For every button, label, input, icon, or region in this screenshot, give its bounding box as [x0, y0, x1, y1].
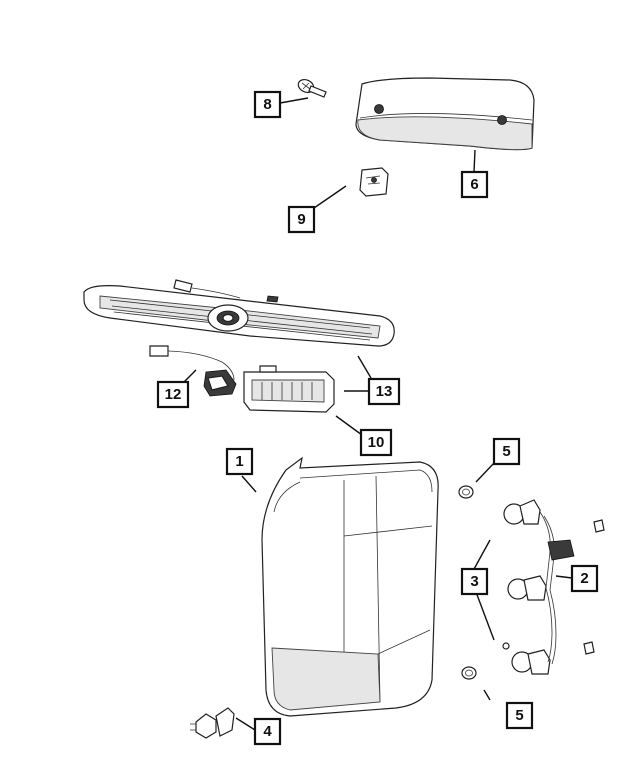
callout-5-lower: 5	[505, 701, 534, 730]
callout-6: 6	[460, 170, 489, 199]
callout-2-label: 2	[580, 570, 588, 587]
leader-lines	[182, 97, 573, 731]
part-6-lamp-housing	[355, 77, 535, 151]
part-1-tail-lamp	[261, 456, 439, 717]
callout-6-label: 6	[470, 176, 478, 193]
part-2-wiring-harness	[539, 511, 605, 665]
part-13-handle-bar	[83, 279, 395, 347]
callout-1-label: 1	[235, 453, 243, 470]
callout-8-label: 8	[263, 96, 271, 113]
part-8-screw	[297, 78, 327, 98]
callout-5-lower-label: 5	[515, 707, 523, 724]
callout-12: 12	[156, 380, 190, 409]
part-12-camera	[149, 345, 237, 397]
part-3-bulbs	[502, 499, 551, 675]
part-5-grommet-upper	[458, 485, 474, 499]
callout-9-label: 9	[297, 211, 305, 228]
part-9-clip	[359, 167, 389, 197]
part-4-push-pin	[190, 707, 235, 739]
part-10-license-lamp	[243, 365, 335, 413]
callout-4-label: 4	[263, 723, 272, 740]
callout-13-label: 13	[376, 383, 393, 400]
callout-3: 3	[460, 567, 489, 596]
callout-5-upper: 5	[492, 437, 521, 466]
callout-3-label: 3	[470, 573, 478, 590]
callout-10: 10	[359, 428, 393, 457]
callout-4: 4	[253, 717, 282, 746]
callout-2: 2	[570, 564, 599, 593]
callout-8: 8	[253, 90, 282, 119]
callout-5-upper-label: 5	[502, 443, 510, 460]
callout-9: 9	[287, 205, 316, 234]
part-5-grommet-lower	[461, 666, 477, 680]
callout-1: 1	[225, 447, 254, 476]
callout-12-label: 12	[165, 386, 182, 403]
callout-10-label: 10	[368, 434, 385, 451]
callout-13: 13	[367, 377, 401, 406]
